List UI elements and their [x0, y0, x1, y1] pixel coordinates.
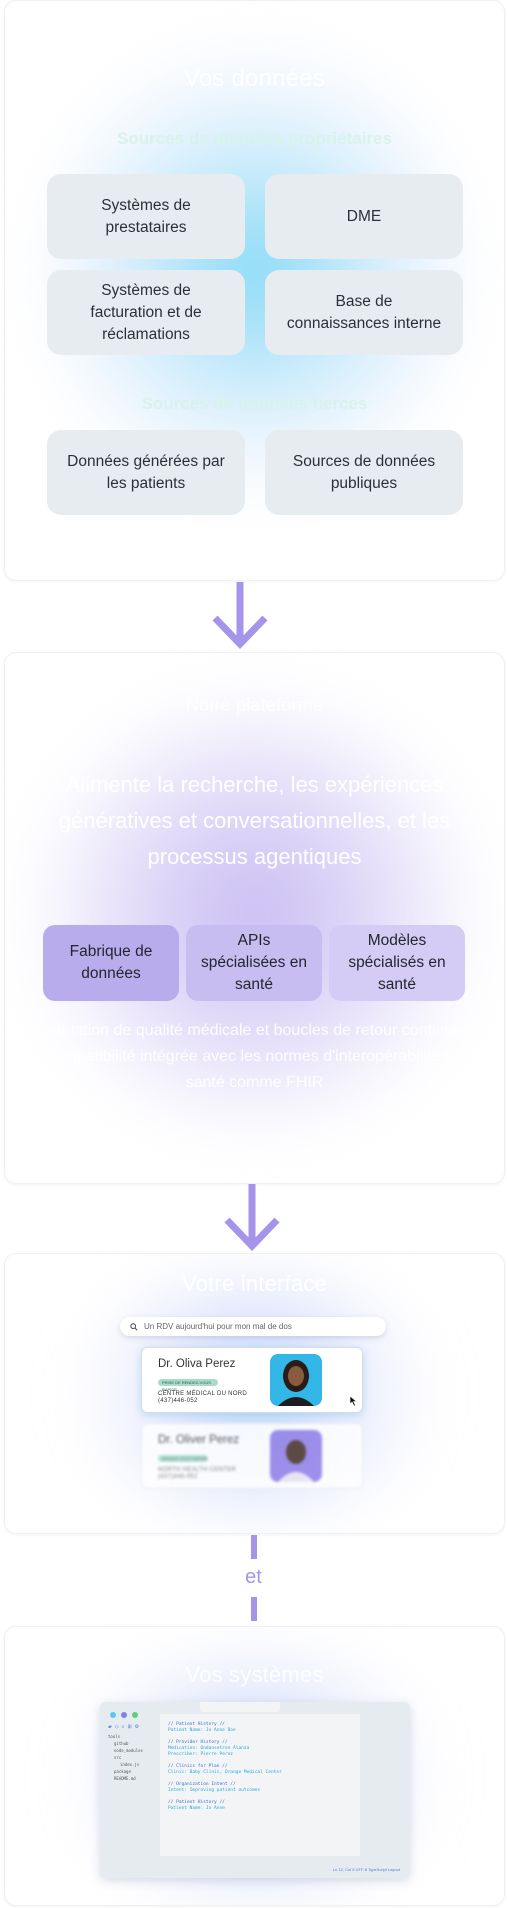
down-arrow-icon — [224, 1184, 280, 1252]
connector-label: et — [245, 1566, 262, 1588]
search-icon — [130, 1322, 138, 1331]
doctor-address: CENTRE MÉDICAL DU NORD (437)446-052 — [158, 1391, 248, 1404]
doctor-card[interactable]: Dr. Oliva Perez PRISE DE RENDEZ-VOUS RAP… — [141, 1347, 363, 1413]
file-tree-item[interactable]: package — [114, 1769, 131, 1774]
status-badge: RENDEZ-VOUS RAPIDE — [158, 1455, 208, 1462]
cursor-icon — [350, 1396, 358, 1406]
tile-data-fabric: Fabrique de données — [43, 925, 179, 1001]
tile-billing-claims: Systèmes de facturation et de réclamatio… — [47, 270, 245, 355]
file-tree-item[interactable]: node_modules — [114, 1748, 143, 1753]
section-title-systems: Vos systèmes — [185, 1662, 324, 1687]
section-title-your-data: Vos données — [184, 65, 325, 92]
file-tree-item[interactable]: tools — [108, 1734, 121, 1739]
subtitle-proprietary-sources: Sources de données propriétaires — [117, 129, 392, 148]
window-dot[interactable] — [110, 1712, 116, 1718]
file-tree-item[interactable]: index.js — [120, 1762, 140, 1767]
tile-ehr: DME — [265, 174, 463, 259]
doctor-avatar — [270, 1430, 322, 1482]
platform-footnote: Évaluation de qualité médicale et boucle… — [34, 1022, 475, 1091]
window-dot[interactable] — [121, 1712, 127, 1718]
dashed-connector — [251, 1597, 257, 1621]
status-bar: Ln 12, Col 9 UTF-8 TypeScript Layout — [332, 1867, 400, 1872]
file-tree-item[interactable]: src — [114, 1755, 122, 1760]
platform-headline: Alimente la recherche, les expériences g… — [58, 772, 451, 869]
window-dot[interactable] — [132, 1712, 138, 1718]
tile-health-apis: APIs spécialisées en santé — [186, 925, 322, 1001]
code-editor[interactable] — [160, 1714, 360, 1856]
search-text: Un RDV aujourd'hui pour mon mal de dos — [144, 1322, 292, 1331]
doctor-address: NORTH HEALTH CENTER (437)446-052 — [158, 1467, 237, 1480]
code-editor-window: ▰◇⌕⊞⚙ tools github node_modules src inde… — [100, 1702, 410, 1878]
file-tree-item[interactable]: README.md — [114, 1776, 136, 1781]
section-title-interface: Votre interface — [182, 1271, 327, 1296]
tile-provider-systems: Systèmes de prestataires — [47, 174, 245, 259]
doctor-name: Dr. Oliver Perez — [158, 1434, 240, 1446]
file-tree-item[interactable]: github — [114, 1741, 129, 1746]
doctor-avatar — [270, 1354, 322, 1406]
file-tree: tools github node_modules src index.js p… — [108, 1734, 143, 1781]
tile-knowledge-base: Base de connaissances interne — [265, 270, 463, 355]
tile-public-data-sources: Sources de données publiques — [265, 430, 463, 515]
tile-health-models: Modèles spécialisés en santé — [329, 925, 465, 1001]
tile-patient-generated-data: Données générées par les patients — [47, 430, 245, 515]
dashed-connector — [251, 1535, 257, 1559]
editor-tab[interactable] — [200, 1702, 280, 1712]
doctor-card[interactable]: Dr. Oliver Perez RENDEZ-VOUS RAPIDE NORT… — [141, 1423, 363, 1489]
platform-card: Notre plateforme Alimente la recherche, … — [4, 652, 505, 1184]
doctor-name: Dr. Oliva Perez — [158, 1358, 236, 1370]
toolbar-icons: ▰◇⌕⊞⚙ — [108, 1724, 143, 1730]
status-badge: PRISE DE RENDEZ-VOUS RAPIDE — [158, 1379, 218, 1392]
down-arrow-icon — [212, 582, 268, 650]
section-title-platform: Notre plateforme — [185, 695, 324, 715]
data-sources-card: Vos données Sources de données propriéta… — [4, 0, 505, 581]
subtitle-third-party-sources: Sources de données tierces — [141, 394, 368, 413]
search-input[interactable]: Un RDV aujourd'hui pour mon mal de dos — [120, 1317, 386, 1336]
